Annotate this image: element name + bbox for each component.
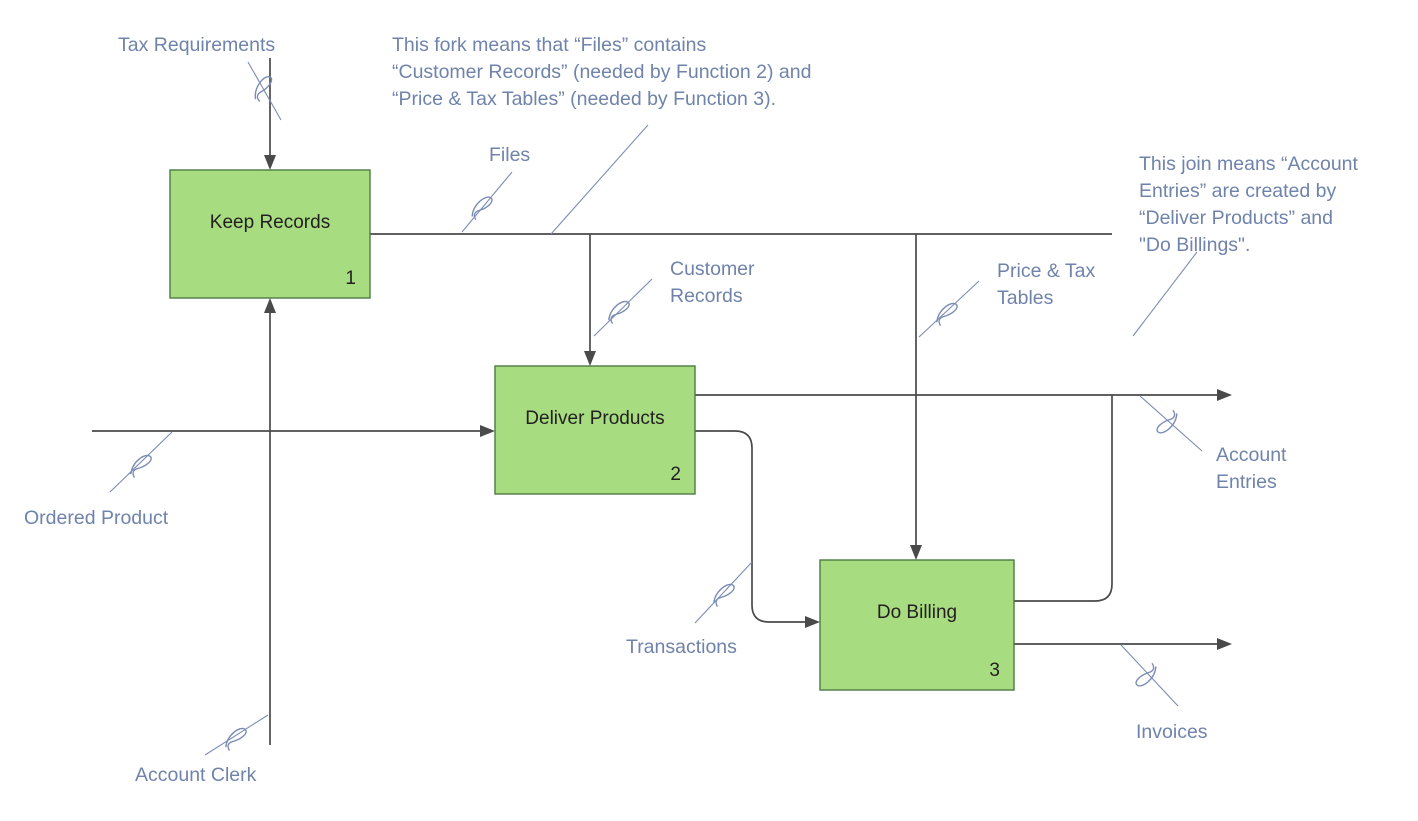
leader-transactions [694, 561, 753, 624]
process-do-billing[interactable]: Do Billing 3 [819, 559, 1015, 691]
flow-label-transactions-line-1: Transactions [626, 636, 737, 658]
leader-tax-requirements-stroke [247, 61, 282, 121]
leader-account-clerk [204, 714, 269, 756]
process-number-keep-records: 1 [345, 268, 356, 289]
note-join-note-line-2: Entries” are created by [1139, 180, 1337, 202]
flow-label-account-entries-line-2: Entries [1216, 471, 1277, 493]
leader-ordered-product [109, 431, 173, 493]
flow-label-price-tax-tables-line-2: Tables [997, 287, 1054, 309]
arrow-customer-records [584, 351, 596, 366]
leader-files-loop-mark [471, 196, 493, 221]
leader-customer-records-loop-mark [608, 300, 630, 324]
process-box-keep-records[interactable] [169, 169, 371, 299]
arrow-invoices [1217, 638, 1232, 650]
leader-customer-records-stroke [593, 278, 653, 337]
process-number-deliver-products: 2 [670, 464, 681, 485]
leader-account-entries-loop-mark [1156, 409, 1178, 434]
process-number-do-billing: 3 [989, 660, 1000, 681]
arrowheads-layer [264, 155, 1232, 650]
leader-tax-requirements [247, 61, 282, 121]
leader-account-entries [1139, 395, 1203, 452]
process-label-keep-records: Keep Records [210, 212, 330, 233]
flow-label-ordered-product: Ordered Product [24, 507, 169, 529]
leader-invoices [1120, 644, 1179, 707]
leader-files-stroke [461, 171, 513, 233]
process-box-do-billing[interactable] [819, 559, 1015, 691]
arrow-price-tax-tables [910, 545, 922, 560]
flow-label-invoices: Invoices [1136, 721, 1208, 743]
flow-label-transactions: Transactions [626, 636, 737, 658]
arrow-account-clerk [264, 298, 276, 313]
leader-transactions-stroke [694, 561, 753, 624]
note-join-note-line-1: This join means “Account [1139, 153, 1359, 175]
flow-label-files-line-1: Files [489, 144, 530, 166]
leader-account-entries-stroke [1139, 395, 1203, 452]
flow-label-account-entries-line-1: Account [1216, 444, 1287, 466]
arrow-ordered-product [480, 425, 495, 437]
flow-label-files: Files [489, 144, 530, 166]
leader-price-tax-tables [918, 280, 980, 338]
leader-price-tax-tables-stroke [918, 280, 980, 338]
arrow-transactions [805, 616, 820, 628]
leader-customer-records [593, 278, 653, 337]
note-fork-note-line-3: “Price & Tax Tables” (needed by Function… [392, 88, 776, 110]
leader-files [461, 171, 513, 233]
leader-fork-note [550, 124, 649, 235]
arrow-tax-requirements [264, 155, 276, 170]
flow-label-account-clerk-line-1: Account Clerk [135, 764, 257, 786]
leader-ordered-product-loop-mark [130, 454, 152, 478]
note-fork-note-line-1: This fork means that “Files” contains [392, 34, 707, 56]
note-fork-note-line-2: “Customer Records” (needed by Function 2… [392, 61, 811, 83]
flow-label-account-clerk: Account Clerk [135, 764, 257, 786]
flow-label-tax-requirements-line-1: Tax Requirements [118, 34, 275, 56]
leader-account-clerk-stroke [204, 714, 269, 756]
leader-invoices-loop-mark [1135, 662, 1157, 687]
process-label-do-billing: Do Billing [877, 602, 957, 623]
note-join-note-line-3: “Deliver Products” and [1139, 207, 1333, 229]
flow-label-invoices-line-1: Invoices [1136, 721, 1208, 743]
path-entries-from-p3 [1014, 395, 1113, 602]
flow-label-price-tax-tables-line-1: Price & Tax [997, 260, 1096, 282]
leader-tax-requirements-loop-mark [254, 76, 273, 102]
leader-price-tax-tables-loop-mark [936, 302, 958, 326]
process-deliver-products[interactable]: Deliver Products 2 [494, 365, 696, 495]
flow-label-ordered-product-line-1: Ordered Product [24, 507, 169, 529]
leader-account-clerk-loop-mark [225, 727, 247, 751]
note-fork-note: This fork means that “Files” contains “Cu… [392, 34, 811, 110]
flow-label-customer-records-line-1: Customer [670, 258, 755, 280]
process-keep-records[interactable]: Keep Records 1 [169, 169, 371, 299]
process-box-deliver-products[interactable] [494, 365, 696, 495]
process-label-deliver-products: Deliver Products [525, 408, 664, 429]
leader-transactions-loop-mark [713, 583, 735, 607]
arrow-account-entries [1217, 389, 1232, 401]
path-transactions [695, 430, 813, 623]
leader-lines-layer [109, 61, 1203, 756]
flow-label-tax-requirements: Tax Requirements [118, 34, 275, 56]
leader-join-note [1132, 251, 1198, 337]
leader-invoices-stroke [1120, 644, 1179, 707]
flow-label-customer-records-line-2: Records [670, 285, 743, 307]
note-join-note-line-4: "Do Billings". [1139, 234, 1250, 256]
leader-fork-note-stroke [550, 124, 649, 235]
flow-lines-layer [92, 58, 1225, 745]
leader-join-note-stroke [1132, 251, 1198, 337]
annotation-notes-layer: This fork means that “Files” contains “Cu… [392, 34, 1359, 256]
leader-ordered-product-stroke [109, 431, 173, 493]
